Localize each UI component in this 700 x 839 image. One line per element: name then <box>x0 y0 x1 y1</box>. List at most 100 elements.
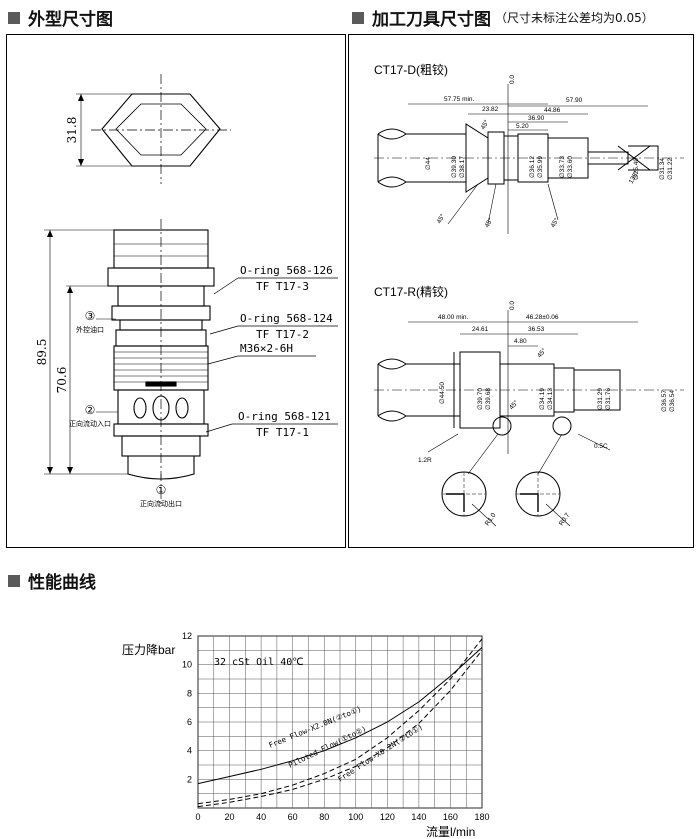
tool-d-angle-3: 45° <box>483 216 495 229</box>
tool-r-dim-zero: 0.0 <box>509 301 516 310</box>
series-line-1 <box>197 638 483 805</box>
callout-thread: M36×2-6H <box>240 342 293 355</box>
tool-d-dia-3599: ∅35.99 <box>537 156 544 178</box>
x-tick-label: 40 <box>256 812 266 822</box>
tool-d-dia-3817: ∅38.17 <box>459 156 466 178</box>
tool-d-dim-zero: 0.0 <box>509 75 516 84</box>
callout-tf-t17-2: TF T17-2 <box>256 328 309 341</box>
chart-series <box>197 638 483 808</box>
tool-d-dia-44: ∅44 <box>425 157 432 170</box>
x-tick-label: 20 <box>225 812 235 822</box>
tool-d-dim-4486: 44.86 <box>544 107 561 114</box>
tool-title-text: 加工刀具尺寸图 <box>372 10 491 30</box>
tool-r-dia-4450: ∅44.50 <box>439 382 446 404</box>
tool-d-dia-2540: ∅25.40 <box>633 158 640 180</box>
callout-oring-126: O-ring 568-126 <box>240 264 333 277</box>
callout-tf-t17-3: TF T17-3 <box>256 280 309 293</box>
tool-r-dia-3970: ∅39.70 <box>477 388 484 410</box>
body-length-dimension: 70.6 <box>55 367 69 394</box>
y-tick-label: 8 <box>187 688 192 698</box>
y-axis-label: 压力降bar <box>122 643 175 657</box>
tool-r-dia-3129: ∅31.29 <box>597 388 604 410</box>
tool-d-angle-5: 45° <box>549 216 561 229</box>
tool-d-title: CT17-D(粗铰) <box>374 62 448 77</box>
tool-d-angle-2: 45° <box>479 118 491 131</box>
tool-r-note-12r: 1.2R <box>418 457 432 464</box>
tool-r-note-r07: R0.7 <box>558 512 572 528</box>
tool-d-dim-520: 5.20 <box>516 123 529 130</box>
outline-drawing: 31.8 89.5 70.6 O-ring 568-126 TF T17-3 O… <box>35 74 338 508</box>
x-tick-label: 120 <box>380 812 395 822</box>
x-axis-label: 流量l/min <box>426 825 475 839</box>
tool-r-note-r10: R1.0 <box>484 512 498 528</box>
tool-r-dia-3654: ∅36.54 <box>669 390 676 412</box>
port-1-number: ① <box>156 483 167 497</box>
tool-drawing: CT17-D(粗铰) 57.75 min. 0.0 57.90 23.82 <box>374 62 684 528</box>
tool-frame <box>348 34 694 548</box>
hex-dimension: 31.8 <box>65 117 79 144</box>
tool-d-dim-5775: 57.75 min. <box>444 96 475 103</box>
tool-r-dia-3968: ∅39.68 <box>485 388 492 410</box>
tool-r-dim-4800: 48.00 min. <box>438 314 469 321</box>
tool-section-title: 加工刀具尺寸图 （尺寸未标注公差均为0.05） <box>352 5 654 30</box>
tool-d-dia-3930: ∅39.30 <box>451 156 458 178</box>
series-label-free-flow-2n: Free Flow-X2.0N(②to①) <box>267 704 362 750</box>
tool-r-dia-3419: ∅34.19 <box>539 388 546 410</box>
chart-grid <box>197 635 483 809</box>
callout-tf-t17-1: TF T17-1 <box>256 426 309 439</box>
tool-r-profile <box>374 310 684 527</box>
section-square-icon <box>352 11 364 24</box>
y-tick-label: 10 <box>182 660 192 670</box>
port-3-number: ③ <box>85 309 96 323</box>
curve-section-title: 性能曲线 <box>8 568 96 593</box>
tool-r-angle-1: 45° <box>535 346 548 359</box>
outline-title-text: 外型尺寸图 <box>28 10 113 30</box>
y-tick-label: 2 <box>187 774 192 784</box>
outline-section-title: 外型尺寸图 <box>8 5 113 30</box>
tool-r-dia-3176: ∅31.76 <box>605 388 612 410</box>
x-tick-label: 100 <box>348 812 363 822</box>
tool-d-dia-3122: ∅31.22 <box>667 158 674 180</box>
tool-title-note: （尺寸未标注公差均为0.05） <box>495 11 654 25</box>
callout-oring-121: O-ring 568-121 <box>238 410 331 423</box>
overall-length-dimension: 89.5 <box>35 339 49 366</box>
chart-ticks: 0 20 40 60 80 100 120 140 160 180 2 4 6 8 10 12 <box>182 631 490 822</box>
series-line-2 <box>197 649 483 808</box>
hex-top-view <box>101 93 221 167</box>
port-2-label: 正向流动入口 <box>69 419 111 428</box>
tool-r-dia-3657: ∅36.57 <box>661 390 668 412</box>
x-tick-label: 140 <box>411 812 426 822</box>
tool-r-dim-4628: 46.28±0.06 <box>526 314 559 321</box>
port-1-label: 正向流动出口 <box>140 499 182 508</box>
section-square-icon <box>8 11 20 24</box>
x-tick-label: 80 <box>319 812 329 822</box>
tool-r-dia-3413: ∅34.13 <box>547 388 554 410</box>
x-tick-label: 0 <box>195 812 200 822</box>
tool-r-dim-480: 4.80 <box>514 338 527 345</box>
tool-r-note-05c: 0.5C <box>594 443 608 450</box>
tool-d-dia-3360: ∅33.60 <box>567 156 574 178</box>
y-tick-label: 6 <box>187 717 192 727</box>
x-tick-label: 160 <box>443 812 458 822</box>
callout-oring-124: O-ring 568-124 <box>240 312 333 325</box>
chart-annotation: 32 cSt Oil 40℃ <box>214 657 304 668</box>
tool-d-profile <box>374 84 684 234</box>
tool-d-dia-3612: ∅36.12 <box>529 156 536 178</box>
series-line-0 <box>197 647 483 785</box>
tool-r-angle-2: 45° <box>507 398 520 411</box>
tool-d-dim-5790: 57.90 <box>566 97 583 104</box>
port-2-number: ② <box>85 403 96 417</box>
tool-d-angle-1: 45° <box>435 212 447 225</box>
tool-r-title: CT17-R(精铰) <box>374 284 448 299</box>
tool-d-dia-3373: ∅33.73 <box>559 156 566 178</box>
tool-r-dim-3653: 36.53 <box>528 326 545 333</box>
outline-frame <box>6 34 346 548</box>
curve-title-text: 性能曲线 <box>28 573 96 593</box>
x-tick-label: 180 <box>474 812 489 822</box>
x-tick-label: 60 <box>288 812 298 822</box>
y-tick-label: 4 <box>187 746 192 756</box>
tool-d-dim-3690: 36.90 <box>528 115 545 122</box>
y-tick-label: 12 <box>182 631 192 641</box>
section-square-icon <box>8 574 20 587</box>
